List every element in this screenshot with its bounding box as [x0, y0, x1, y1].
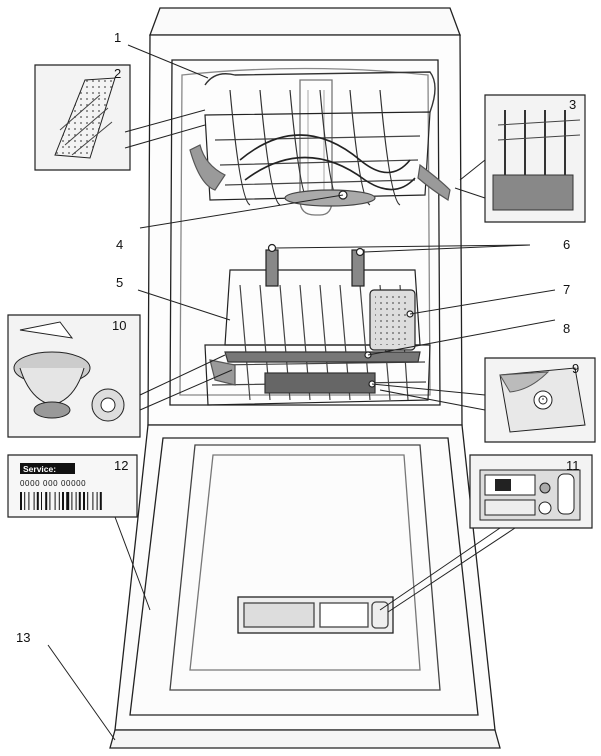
barcode-bar: [45, 492, 48, 510]
leader-lines: [47, 44, 556, 741]
service-label: Service:: [23, 464, 56, 474]
inset-11-dispenser-detail: [469, 454, 593, 529]
inset-9-filter-cover-detail: [484, 357, 596, 443]
inset-2-rack-detail: [34, 64, 131, 171]
callout-3: 3: [569, 97, 576, 112]
barcode-bar: [36, 492, 39, 510]
barcode-bar: [62, 492, 64, 510]
serial-number: 0000 000 00000: [20, 479, 86, 488]
barcode-bar: [96, 492, 98, 510]
callout-numbers: 1 2 3 4 5 6 7 8 9 10 11 12 13: [16, 30, 580, 645]
callout-11: 11: [566, 458, 580, 473]
barcode-bar: [75, 492, 77, 510]
inset-12-rating-plate: Service: 0000 000 00000: [7, 454, 138, 518]
barcode-bar: [71, 492, 73, 510]
callout-10: 10: [112, 318, 126, 333]
barcode: [20, 492, 102, 510]
barcode-bar: [54, 492, 56, 510]
barcode-bar: [24, 492, 26, 510]
barcode-bar: [87, 492, 89, 510]
callout-4: 4: [116, 237, 123, 252]
callout-8: 8: [563, 321, 570, 336]
barcode-bar: [20, 492, 22, 510]
callout-13: 13: [16, 630, 30, 645]
barcode-bar: [66, 492, 70, 510]
barcode-bar: [83, 492, 85, 510]
barcode-bar: [28, 492, 30, 510]
service-label-bg: [20, 463, 75, 474]
callout-6: 6: [563, 237, 570, 252]
barcode-bar: [58, 492, 60, 510]
inset-10-filter-detail: [7, 314, 141, 438]
dishwasher-door: [109, 424, 501, 749]
barcode-bar: [78, 492, 81, 510]
barcode-bar: [92, 492, 94, 510]
callout-12: 12: [114, 458, 128, 473]
callout-7: 7: [563, 282, 570, 297]
barcode-bar: [33, 492, 35, 510]
barcode-bar: [49, 492, 51, 510]
callout-9: 9: [572, 361, 579, 376]
callout-1: 1: [114, 30, 121, 45]
barcode-bar: [41, 492, 42, 510]
callout-2: 2: [114, 66, 121, 81]
callout-5: 5: [116, 275, 123, 290]
lower-basket: [204, 243, 431, 406]
upper-basket: [189, 71, 451, 207]
inset-3-runner-detail: [484, 94, 586, 223]
barcode-bar: [99, 492, 102, 510]
